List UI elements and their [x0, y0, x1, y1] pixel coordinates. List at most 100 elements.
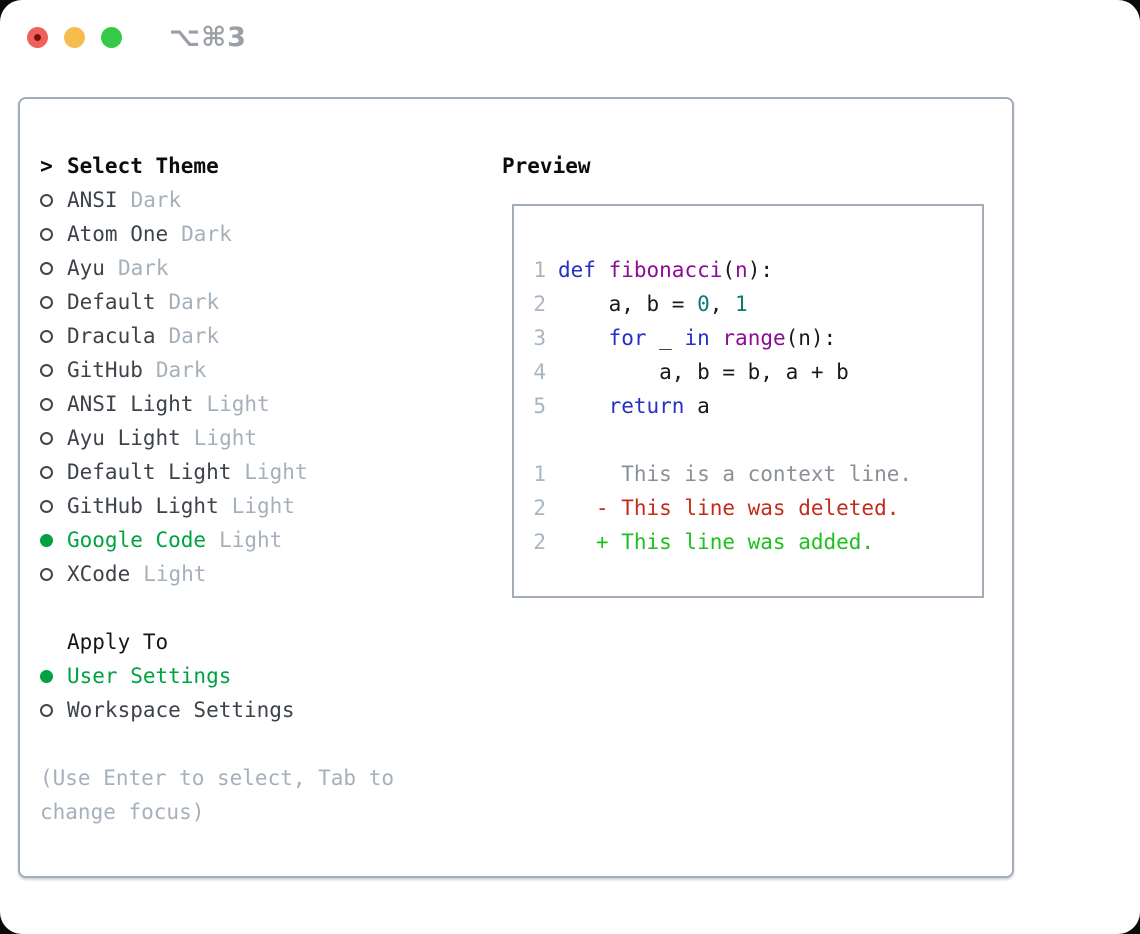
theme-option-ansi[interactable]: ANSI Dark — [40, 183, 445, 217]
radio-icon — [40, 329, 53, 343]
code-token-fn: range — [722, 326, 786, 350]
minimize-button[interactable] — [64, 27, 85, 48]
radio-icon — [40, 295, 53, 309]
code-token-pl — [596, 253, 609, 287]
theme-variant: Light — [193, 426, 258, 450]
theme-variant: Light — [231, 494, 295, 518]
code-line: 4 a, b = b, a + b — [532, 355, 982, 389]
prompt-icon: > — [40, 154, 53, 178]
code-token-pl — [558, 389, 609, 423]
theme-option-xcode[interactable]: XCode Light — [40, 557, 445, 591]
theme-variant: Dark — [168, 324, 220, 348]
line-number: 3 — [533, 326, 546, 350]
code-token-kw: return — [608, 394, 685, 418]
radio-icon — [40, 397, 53, 411]
code-line: 2 + This line was added. — [532, 525, 982, 559]
code-token-nm: 0 — [697, 292, 710, 316]
theme-variant: Dark — [168, 290, 220, 314]
preview-title: Preview — [502, 154, 591, 178]
code-token-fn: fibonacci — [608, 258, 723, 282]
theme-name: GitHub Light — [67, 494, 219, 518]
theme-variant: Dark — [130, 188, 182, 212]
close-dot-icon — [34, 34, 41, 41]
code-token-fn: n — [735, 258, 748, 282]
code-token-kw: for — [608, 326, 647, 350]
usage-hint: (Use Enter to select, Tab to change focu… — [40, 766, 395, 824]
code-token-pl — [710, 321, 723, 355]
code-token-pl: a — [684, 394, 710, 418]
line-number: 2 — [533, 292, 546, 316]
code-line: 5 return a — [532, 389, 982, 423]
theme-list-header: > Select Theme — [40, 149, 445, 183]
radio-icon — [40, 703, 53, 717]
code-token-kw: in — [684, 326, 710, 350]
theme-name: XCode — [67, 562, 131, 586]
code-token-pl: _ — [646, 326, 685, 350]
theme-variant: Light — [219, 528, 283, 552]
apply-option-workspace-settings[interactable]: Workspace Settings — [40, 693, 445, 727]
code-token-add: + This line was added. — [558, 530, 875, 554]
theme-variant: Light — [143, 562, 207, 586]
code-token-pl: a, b = b, a + b — [558, 360, 849, 384]
theme-option-default[interactable]: Default Dark — [40, 285, 445, 319]
theme-name: Ayu — [67, 256, 105, 280]
code-token-pl: ( — [722, 258, 736, 282]
close-button[interactable] — [27, 27, 48, 48]
code-token-ctx: This is a context line. — [558, 462, 913, 486]
line-number: 5 — [533, 394, 546, 418]
line-number: 1 — [533, 462, 546, 486]
theme-list-title: Select Theme — [67, 154, 219, 178]
theme-option-google-code[interactable]: Google Code Light — [40, 523, 445, 557]
apply-to-title: Apply To — [67, 630, 169, 654]
theme-name: ANSI Light — [67, 392, 194, 416]
line-number: 2 — [533, 496, 546, 520]
radio-selected-icon — [40, 533, 53, 547]
titlebar: ⌥⌘3 — [27, 24, 247, 51]
code-line — [532, 423, 982, 457]
code-token-pl: , — [709, 292, 736, 316]
code-line: 2 a, b = 0, 1 — [532, 287, 982, 321]
line-number: 2 — [533, 530, 546, 554]
radio-icon — [40, 567, 53, 581]
theme-option-ayu[interactable]: Ayu Dark — [40, 251, 445, 285]
code-token-kw: def — [558, 258, 596, 282]
theme-option-github-light[interactable]: GitHub Light Light — [40, 489, 445, 523]
theme-name: Atom One — [67, 222, 169, 246]
code-token-pl: ): — [747, 258, 773, 282]
theme-variant: Dark — [181, 222, 232, 246]
radio-icon — [40, 499, 53, 513]
zoom-button[interactable] — [101, 27, 122, 48]
radio-icon — [40, 261, 53, 275]
radio-icon — [40, 465, 53, 479]
apply-option-label: User Settings — [67, 664, 232, 688]
code-token-pl: a, b = — [558, 292, 698, 316]
apply-option-user-settings[interactable]: User Settings — [40, 659, 445, 693]
apply-option-label: Workspace Settings — [67, 698, 295, 722]
code-token-pl: (n): — [785, 326, 837, 350]
radio-selected-icon — [40, 669, 53, 683]
theme-variant: Dark — [117, 256, 169, 280]
theme-name: ANSI — [67, 188, 118, 212]
theme-option-atom-one[interactable]: Atom One Dark — [40, 217, 445, 251]
code-token-pl — [558, 321, 609, 355]
radio-icon — [40, 193, 53, 207]
code-token-del: - This line was deleted. — [558, 496, 900, 520]
theme-name: Default Light — [67, 460, 232, 484]
radio-icon — [40, 363, 53, 377]
theme-name: Default — [67, 290, 156, 314]
code-line: 2 - This line was deleted. — [532, 491, 982, 525]
theme-name: Google Code — [67, 528, 207, 552]
